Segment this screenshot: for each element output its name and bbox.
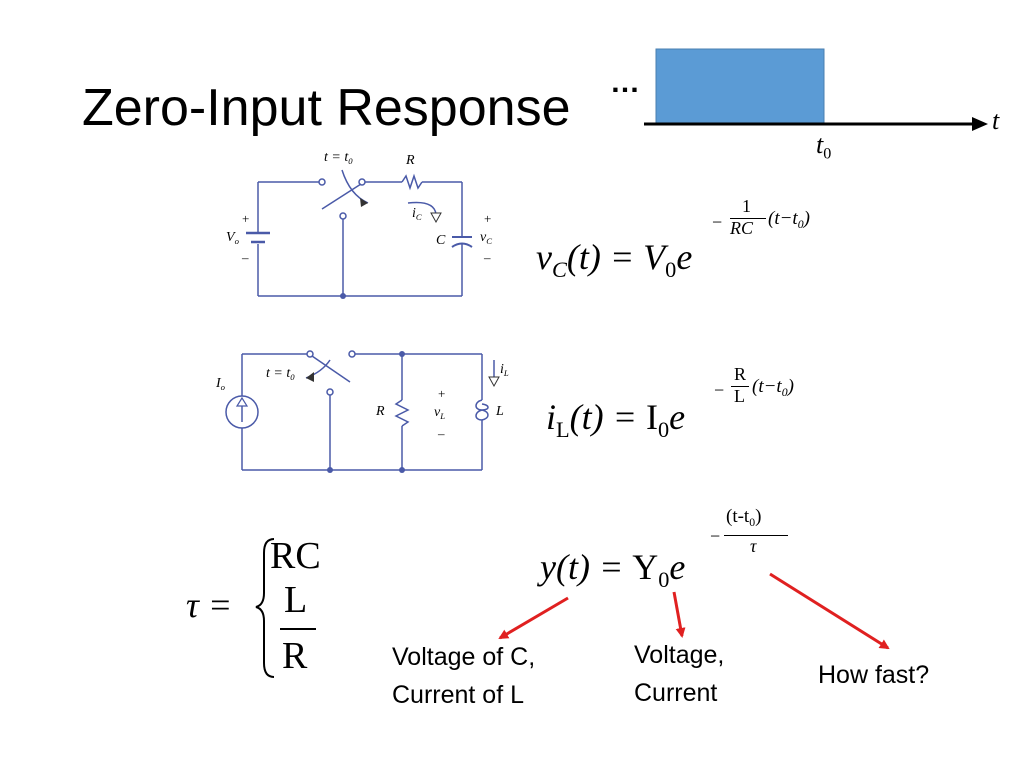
- rl-vl-plus: +: [438, 386, 446, 401]
- eq-il: iL(t) = I0e: [546, 397, 686, 442]
- rc-vo-plus: +: [242, 211, 250, 226]
- time-axis-arrowhead: [972, 117, 988, 131]
- caption-time-constant: How fast?: [818, 661, 930, 689]
- rl-junction: [327, 467, 333, 473]
- rl-junction: [399, 467, 405, 473]
- caption-line: Current: [634, 679, 718, 707]
- rl-l-label: L: [496, 404, 504, 419]
- rc-vc-plus: +: [484, 211, 492, 226]
- arrow-to-quantity: [498, 596, 569, 640]
- caption-line: Current of L: [392, 681, 525, 709]
- rc-c-label: C: [436, 233, 446, 248]
- rc-switch-label: t = t0: [324, 150, 353, 167]
- rc-vo-minus: –: [242, 250, 249, 265]
- rl-switch-blade: [311, 355, 351, 383]
- rl-vl-minus: –: [438, 426, 445, 441]
- eq-y: y(t) = Y0e: [540, 547, 686, 592]
- axis-t-label: t: [992, 106, 1000, 135]
- rl-resistor: [394, 399, 410, 427]
- rc-switch-contact: [318, 178, 326, 186]
- rl-il-label: iL: [500, 362, 509, 379]
- eq-tau-lhs: τ =: [186, 585, 233, 625]
- rc-resistor: [401, 173, 423, 191]
- eq-tau-case-rc: RC: [270, 535, 321, 577]
- caption-line: Voltage of C,: [392, 643, 536, 671]
- eq-tau-case-l: L: [284, 579, 308, 621]
- rl-vl-label: vL: [434, 405, 446, 422]
- rl-junction: [399, 351, 405, 357]
- eq-tau-fraction-bar: [280, 628, 316, 630]
- pulse-diagram: [644, 48, 988, 131]
- arrow-to-initial-value: [672, 591, 686, 638]
- t0-label: t0: [816, 130, 832, 163]
- rl-switch-contact: [306, 350, 314, 358]
- rc-switch-blade: [321, 183, 362, 210]
- caption-initial-value: Voltage, Current: [634, 636, 724, 712]
- caption-quantity: Voltage of C, Current of L: [392, 638, 535, 714]
- rc-junction: [340, 293, 346, 299]
- rl-switch-contact: [348, 350, 356, 358]
- slide-title: Zero-Input Response: [82, 79, 571, 137]
- rl-current-source: [225, 395, 259, 429]
- rc-r-label: R: [406, 153, 415, 168]
- rc-current-arrow: [407, 201, 437, 215]
- eq-vc: vC(t) = V0e: [536, 237, 693, 282]
- eq-tau-brace: [255, 538, 275, 678]
- ellipsis: …: [610, 66, 640, 99]
- eq-tau-case-r: R: [282, 635, 308, 677]
- rc-vo-label: Vo: [226, 230, 239, 247]
- rl-io-label: Io: [216, 376, 226, 393]
- caption-line: Voltage,: [634, 641, 725, 669]
- rc-ic-label: iC: [412, 206, 422, 223]
- rc-capacitor-plate: [451, 242, 473, 248]
- rl-r-label: R: [376, 404, 385, 419]
- arrow-to-time-constant: [769, 572, 890, 650]
- rl-switch-label: t = t0: [266, 366, 295, 383]
- rc-vc-label: vC: [480, 230, 493, 247]
- rc-vc-minus: –: [484, 250, 491, 265]
